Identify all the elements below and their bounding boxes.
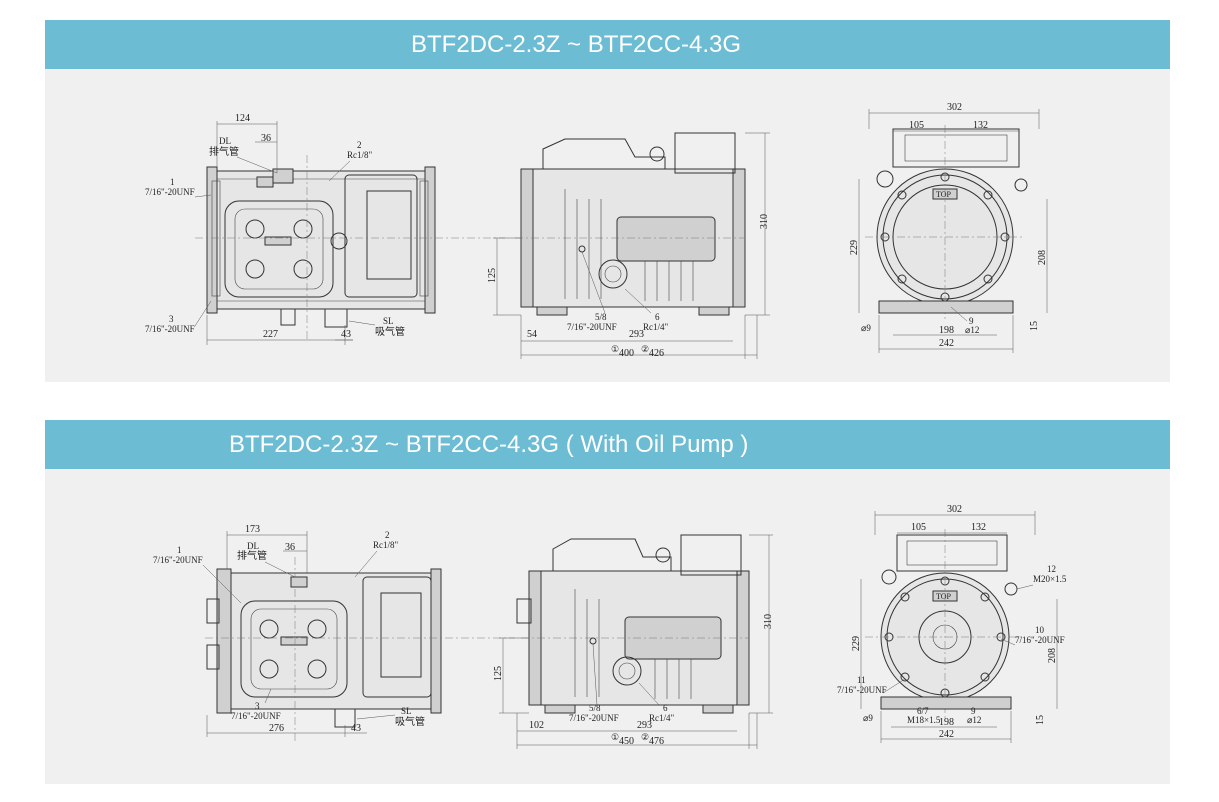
side-view: 310 125 5/8 7/16"-20UNF 6 Rc1/4" 54 293 … xyxy=(487,132,770,359)
callout-11-thread: 7/16"-20UNF xyxy=(837,685,887,695)
end-view: TOP 302 105 132 12 M20×1.5 10 7/16"-20UN… xyxy=(837,504,1067,743)
callout-6-no: 6 xyxy=(655,312,660,322)
callout-3-no: 3 xyxy=(169,314,174,324)
label-dl: DL xyxy=(247,541,259,551)
dim-height-left: 229 xyxy=(851,636,862,651)
dim-height-right: 208 xyxy=(1037,250,1048,265)
dim-right-end: 132 xyxy=(973,120,988,131)
callout-1-thread: 7/16"-20UNF xyxy=(145,187,195,197)
callout-12-thread: M20×1.5 xyxy=(1033,574,1067,584)
front-view: 124 36 DL 排气管 1 7/16"-20UNF 2 Rc1/8" 3 7… xyxy=(145,113,505,345)
dim-height: 310 xyxy=(759,214,770,229)
callout-5-thread: 7/16"-20UNF xyxy=(567,322,617,332)
dim-left-end: 105 xyxy=(911,522,926,533)
callout-1-no: 1 xyxy=(170,177,175,187)
label-sl-cn: 吸气管 xyxy=(375,325,405,338)
front-view: 173 36 DL 排气管 1 7/16"-20UNF 2 Rc1/8" 3 7… xyxy=(153,524,515,741)
len-b: 426 xyxy=(649,348,664,359)
callout-11-no: 11 xyxy=(857,675,866,685)
technical-drawing: 173 36 DL 排气管 1 7/16"-20UNF 2 Rc1/8" 3 7… xyxy=(153,504,1067,749)
dim-base-inner: 198 xyxy=(939,717,954,728)
len-b-symbol: ② xyxy=(641,344,649,354)
side-fins xyxy=(564,189,694,301)
dim-left-end: 105 xyxy=(909,120,924,131)
foot-hole: ⌀9 xyxy=(861,323,871,333)
dim-base: 242 xyxy=(939,338,954,349)
callout-9-size: ⌀12 xyxy=(965,325,979,335)
callout-5-no: 5/8 xyxy=(589,703,601,713)
len-a: 400 xyxy=(619,348,634,359)
dim-foot: 15 xyxy=(1035,715,1046,725)
callout-5-thread: 7/16"-20UNF xyxy=(569,713,619,723)
foot-hole: ⌀9 xyxy=(863,713,873,723)
drawing-panel-standard: BTF2DC-2.3Z ~ BTF2CC-4.3G xyxy=(45,20,1170,382)
dim-top: 124 xyxy=(235,113,250,124)
callout-6-no: 6 xyxy=(663,703,668,713)
callout-10-no: 10 xyxy=(1035,625,1045,635)
drawing-panel-oil-pump: BTF2DC-2.3Z ~ BTF2CC-4.3G ( With Oil Pum… xyxy=(45,420,1170,784)
callout-67-no: 6/7 xyxy=(917,706,929,716)
dim-mid: 36 xyxy=(285,542,295,553)
top-mark: TOP xyxy=(936,592,952,601)
dim-base: 242 xyxy=(939,729,954,740)
label-sl: SL xyxy=(401,706,412,716)
callout-12-no: 12 xyxy=(1047,564,1056,574)
callout-6-thread: Rc1/4" xyxy=(649,713,674,723)
len-a: 450 xyxy=(619,736,634,747)
callout-10-thread: 7/16"-20UNF xyxy=(1015,635,1065,645)
callout-2-thread: Rc1/8" xyxy=(373,540,398,550)
callout-2-no: 2 xyxy=(357,140,362,150)
panel-title: BTF2DC-2.3Z ~ BTF2CC-4.3G ( With Oil Pum… xyxy=(45,420,1170,469)
end-view: TOP 302 105 132 229 208 9 ⌀12 ⌀9 198 xyxy=(849,102,1048,353)
dim-mid-side: 293 xyxy=(629,329,644,340)
label-dl-cn: 排气管 xyxy=(209,145,239,158)
technical-drawing: 124 36 DL 排气管 1 7/16"-20UNF 2 Rc1/8" 3 7… xyxy=(145,102,1048,359)
dim-left: 102 xyxy=(529,720,544,731)
dim-height: 310 xyxy=(763,614,774,629)
dim-height-right: 208 xyxy=(1047,648,1058,663)
callout-9-no: 9 xyxy=(969,316,974,326)
dim-right: 43 xyxy=(351,723,361,734)
dim-right: 43 xyxy=(341,329,351,340)
dim-lower: 125 xyxy=(493,666,504,681)
callout-3-no: 3 xyxy=(255,701,260,711)
dim-bottom: 276 xyxy=(269,723,284,734)
dim-top: 173 xyxy=(245,524,260,535)
label-dl-cn: 排气管 xyxy=(237,549,267,562)
dim-base-inner: 198 xyxy=(939,325,954,336)
callout-67-thread: M18×1.5 xyxy=(907,715,941,725)
dim-mid: 36 xyxy=(261,133,271,144)
callout-1-thread: 7/16"-20UNF xyxy=(153,555,203,565)
len-b: 476 xyxy=(649,736,664,747)
callout-6-thread: Rc1/4" xyxy=(643,322,668,332)
dim-lower: 125 xyxy=(487,268,498,283)
dim-foot: 15 xyxy=(1029,321,1040,331)
dim-left: 54 xyxy=(527,329,537,340)
dim-right-end: 132 xyxy=(971,522,986,533)
callout-2-thread: Rc1/8" xyxy=(347,150,372,160)
label-sl: SL xyxy=(383,316,394,326)
callout-9-no: 9 xyxy=(971,706,976,716)
dim-top-end: 302 xyxy=(947,102,962,113)
cooling-fins xyxy=(211,178,429,302)
callout-3-thread: 7/16"-20UNF xyxy=(145,324,195,334)
side-fins xyxy=(574,589,692,699)
top-mark: TOP xyxy=(936,190,952,199)
label-sl-cn: 吸气管 xyxy=(395,715,425,728)
label-dl: DL xyxy=(219,136,231,146)
panel-title: BTF2DC-2.3Z ~ BTF2CC-4.3G xyxy=(45,20,1170,69)
len-a-symbol: ① xyxy=(611,344,619,354)
dim-top-end: 302 xyxy=(947,504,962,515)
callout-3-thread: 7/16"-20UNF xyxy=(231,711,281,721)
side-view: 310 125 5/8 7/16"-20UNF 6 Rc1/4" 102 293… xyxy=(493,534,774,749)
dim-bottom: 227 xyxy=(263,329,278,340)
callout-2-no: 2 xyxy=(385,530,390,540)
dim-height-left: 229 xyxy=(849,240,860,255)
callout-1-no: 1 xyxy=(177,545,182,555)
callout-9-size: ⌀12 xyxy=(967,715,981,725)
len-b-symbol: ② xyxy=(641,732,649,742)
len-a-symbol: ① xyxy=(611,732,619,742)
callout-5-no: 5/8 xyxy=(595,312,607,322)
dim-mid-side: 293 xyxy=(637,720,652,731)
